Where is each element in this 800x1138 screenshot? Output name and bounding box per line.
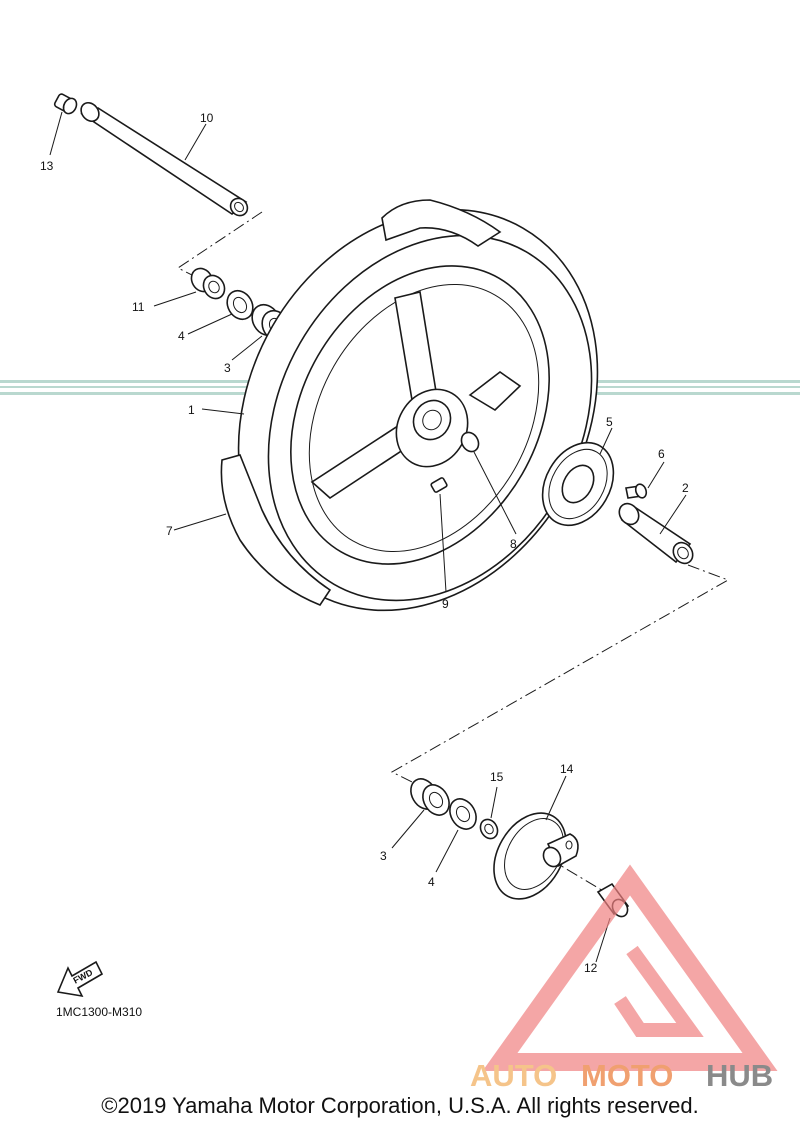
- part-9-valve: [430, 477, 448, 493]
- part-10-axle: [80, 101, 249, 217]
- callout-15: 15: [490, 770, 504, 784]
- part-4-oil-seal-upper: [226, 289, 254, 321]
- logo-text-moto: MOTO: [581, 1058, 673, 1093]
- callout-10: 10: [200, 111, 214, 125]
- part-13-cap: [53, 93, 78, 115]
- callout-4-lower: 4: [428, 875, 435, 889]
- part-3-bearing-lower: [410, 778, 450, 816]
- part-1-wheel: [290, 265, 550, 565]
- part-14-gear-unit: [493, 812, 579, 900]
- part-2-collar: [618, 502, 694, 565]
- callout-14: 14: [560, 762, 574, 776]
- part-4-oil-seal-lower: [449, 798, 477, 830]
- axis-line-bolt: [547, 857, 616, 899]
- part-6-bolt: [625, 483, 648, 499]
- callout-7: 7: [166, 524, 173, 538]
- axis-line-upper: [177, 211, 263, 286]
- callout-3-upper: 3: [224, 361, 231, 375]
- callout-2: 2: [682, 481, 689, 495]
- callout-13: 13: [40, 159, 54, 173]
- part-11-collar: [190, 267, 226, 300]
- callout-12: 12: [584, 961, 598, 975]
- fwd-arrow-icon: FWD: [56, 960, 104, 998]
- logo-text-hub: HUB: [706, 1058, 773, 1093]
- callout-1: 1: [188, 403, 195, 417]
- callout-3-lower: 3: [380, 849, 387, 863]
- callout-11: 11: [132, 300, 145, 314]
- part-8-balance-weight: [460, 431, 480, 453]
- part-15-circlip: [479, 818, 499, 840]
- automotohub-logo: AUTO MOTO HUB: [470, 864, 778, 1093]
- callout-4-upper: 4: [178, 329, 185, 343]
- callout-5: 5: [606, 415, 613, 429]
- axis-line-lower: [390, 564, 730, 791]
- callout-6: 6: [658, 447, 665, 461]
- callout-8: 8: [510, 537, 517, 551]
- copyright-notice: ©2019 Yamaha Motor Corporation, U.S.A. A…: [101, 1093, 699, 1118]
- callout-9: 9: [442, 597, 449, 611]
- logo-text-auto: AUTO: [470, 1058, 557, 1093]
- diagram-code: 1MC1300-M310: [56, 1005, 143, 1019]
- part-5-sensor-rotor: [541, 441, 615, 527]
